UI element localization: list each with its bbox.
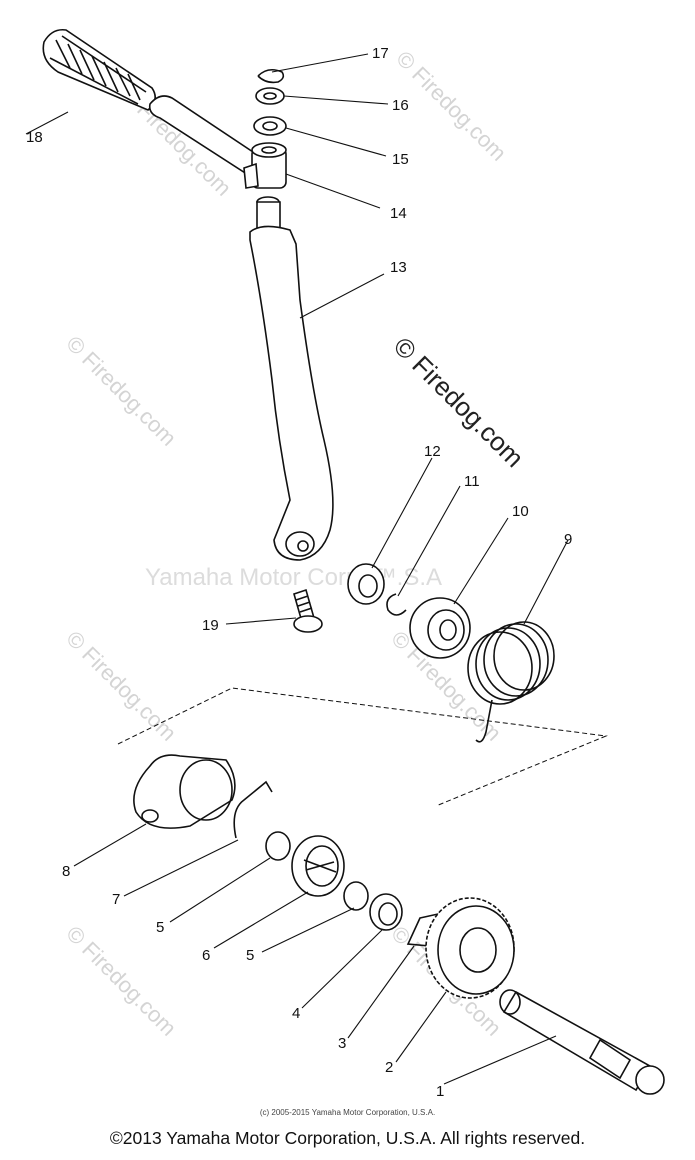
callout-1: 1 xyxy=(436,1083,444,1100)
callout-9: 9 xyxy=(564,531,572,548)
callout-5-upper: 5 xyxy=(156,919,164,936)
watermark-firedog-6: © Firedog.com xyxy=(61,921,181,1041)
footer-copyright: ©2013 Yamaha Motor Corporation, U.S.A. A… xyxy=(109,1128,586,1148)
part-8-housing xyxy=(133,754,236,829)
watermark-firedog-dark: © Firedog.com xyxy=(388,331,530,473)
watermark-yamaha: Yamaha Motor Corp, ™.S.A xyxy=(145,564,442,591)
part-10-spring-guide xyxy=(409,597,471,659)
leader-lines xyxy=(25,53,569,1085)
assembly-outline xyxy=(117,687,608,807)
part-19-bolt xyxy=(293,588,323,633)
callout-14: 14 xyxy=(390,205,407,222)
watermark-firedog-4: © Firedog.com xyxy=(61,626,181,746)
callout-8: 8 xyxy=(62,863,70,880)
callout-7: 7 xyxy=(112,891,120,908)
part-17-circlip xyxy=(257,68,285,84)
part-14-kick-arm xyxy=(148,95,287,189)
callout-6: 6 xyxy=(202,947,210,964)
callout-5-lower: 5 xyxy=(246,947,254,964)
watermark-firedog-3: © Firedog.com xyxy=(61,331,181,451)
part-5-circlip-upper xyxy=(265,831,291,861)
small-copyright: (c) 2005-2015 Yamaha Motor Corporation, … xyxy=(259,1108,436,1117)
callout-12: 12 xyxy=(424,443,441,460)
part-2-gear xyxy=(425,897,515,999)
callout-13: 13 xyxy=(390,259,407,276)
part-5-circlip-lower xyxy=(343,881,369,911)
part-18-grip xyxy=(42,28,156,111)
part-9-torsion-spring xyxy=(467,621,555,743)
callout-10: 10 xyxy=(512,503,529,520)
callout-3: 3 xyxy=(338,1035,346,1052)
callout-11: 11 xyxy=(464,473,480,490)
part-11-circlip xyxy=(386,593,407,616)
watermark-firedog-1: © Firedog.com xyxy=(391,46,511,166)
callout-15: 15 xyxy=(392,151,409,168)
part-12-bushing xyxy=(347,563,385,605)
part-13-kick-crank xyxy=(249,196,334,561)
callout-17: 17 xyxy=(372,45,389,62)
part-7-spring-clip xyxy=(233,780,273,839)
callout-16: 16 xyxy=(392,97,409,114)
part-4-washer xyxy=(369,893,403,931)
part-1-kick-shaft xyxy=(499,989,665,1095)
callout-labels: 1 2 3 4 5 5 6 7 8 9 10 11 12 13 14 15 16… xyxy=(26,45,572,1100)
part-15-washer xyxy=(253,116,287,136)
part-6-ratchet xyxy=(291,835,345,897)
callout-2: 2 xyxy=(385,1059,393,1076)
part-16-washer xyxy=(255,87,285,105)
callout-19: 19 xyxy=(202,617,219,634)
callout-4: 4 xyxy=(292,1005,300,1022)
callout-18: 18 xyxy=(26,129,43,146)
